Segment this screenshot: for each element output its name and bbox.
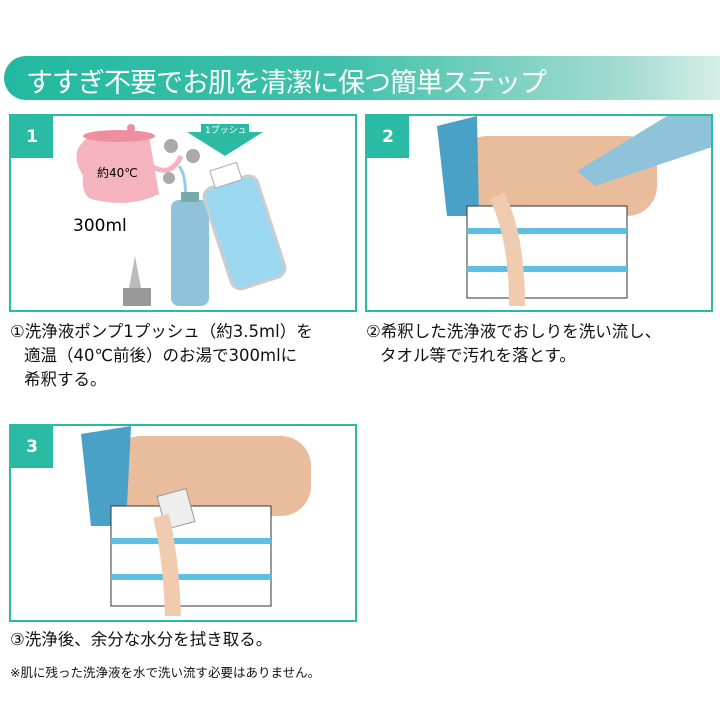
down-arrow-icon [187, 124, 263, 156]
step-2-illustration [437, 116, 711, 307]
caption-line: ①洗浄液ポンプ1プッシュ（約3.5ml）を [10, 322, 313, 341]
push-label: 1プッシュ [205, 126, 247, 136]
step-3-illustration [81, 426, 311, 617]
step-number: 1 [11, 116, 53, 158]
step-2-caption: ②希釈した洗浄液でおしりを洗い流し、 タオル等で汚れを落とす。 [366, 320, 661, 368]
caption-line: タオル等で汚れを落とす。 [380, 346, 576, 365]
caption-line: ③洗浄後、余分な水分を拭き取る。 [10, 630, 273, 649]
step-1-illustration [76, 124, 287, 306]
diluted-bottle-icon [171, 192, 209, 306]
step-3-panel: 3 [9, 424, 357, 622]
step-2-panel: 2 [365, 114, 713, 312]
gloved-hand-icon [153, 514, 181, 617]
step-number: 2 [367, 116, 409, 158]
caption-line: ②希釈した洗浄液でおしりを洗い流し、 [366, 322, 662, 341]
volume-label: 300ml [73, 216, 127, 236]
steam-icon [163, 139, 200, 184]
step-1-panel: 1 約40℃ 1プッシュ 300ml [9, 114, 357, 312]
step-3-note: ※肌に残った洗浄液を水で洗い流す必要はありません。 [10, 665, 321, 680]
caption-line: 適温（40℃前後）のお湯で300mlに [24, 346, 298, 365]
step-number: 3 [11, 426, 53, 468]
gloved-hand-icon [489, 192, 525, 307]
caption-line: 希釈する。 [24, 370, 107, 389]
page-title: すすぎ不要でお肌を清潔に保つ簡単ステップ [26, 68, 547, 99]
temperature-label: 約40℃ [97, 166, 138, 180]
step-3-caption: ③洗浄後、余分な水分を拭き取る。 [10, 628, 272, 652]
kettle-icon [76, 124, 184, 203]
nozzle-cap-icon [123, 256, 151, 306]
diaper-icon [466, 205, 628, 299]
bottle-spray-icon [577, 116, 711, 186]
pump-bottle-icon [202, 161, 287, 291]
step-1-caption: ①洗浄液ポンプ1プッシュ（約3.5ml）を 適温（40℃前後）のお湯で300ml… [10, 320, 313, 392]
page-title-banner: すすぎ不要でお肌を清潔に保つ簡単ステップ [4, 56, 720, 100]
